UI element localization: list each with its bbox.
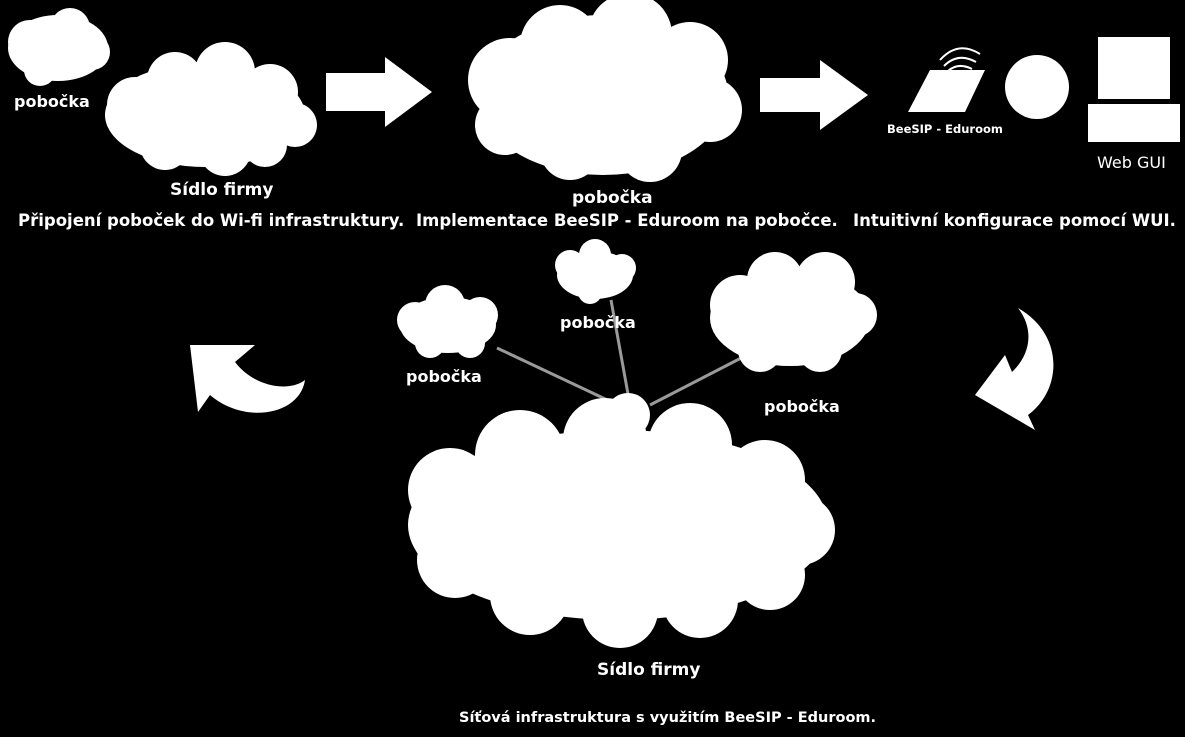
- network-caption: Síťová infrastruktura s využitím BeeSIP …: [459, 710, 877, 726]
- arrow-right-icon: [760, 60, 868, 130]
- branch-label: pobočka: [560, 313, 636, 332]
- curved-arrow-icon: [190, 345, 305, 413]
- computer-icon: [1088, 37, 1180, 142]
- cloud-icon: [555, 239, 636, 304]
- hq-label: Sídlo firmy: [597, 660, 701, 680]
- cloud-icon: [8, 8, 110, 86]
- cloud-icon: [408, 393, 835, 648]
- branch-label: pobočka: [14, 92, 90, 111]
- step-caption: Implementace BeeSIP - Eduroom na pobočce…: [416, 211, 838, 230]
- branch-label: pobočka: [406, 367, 482, 386]
- circle-icon: [1005, 55, 1069, 119]
- cloud-icon: [105, 42, 317, 176]
- step-caption: Intuitivní konfigurace pomocí WUI.: [853, 211, 1176, 230]
- branch-label: pobočka: [764, 397, 840, 416]
- cloud-icon: [710, 252, 877, 372]
- curved-arrow-icon: [975, 308, 1054, 430]
- cloud-icon: [468, 0, 742, 182]
- network-links: [496, 299, 746, 407]
- arrow-right-icon: [326, 57, 432, 127]
- cloud-icon: [397, 285, 498, 358]
- step-caption: Připojení poboček do Wi-fi infrastruktur…: [18, 211, 405, 230]
- web-gui-label: Web GUI: [1097, 153, 1166, 172]
- wifi-router-icon: [908, 47, 985, 112]
- hq-label: Sídlo firmy: [170, 180, 274, 200]
- branch-label: pobočka: [572, 188, 653, 208]
- device-label: BeeSIP - Eduroom: [887, 122, 1003, 136]
